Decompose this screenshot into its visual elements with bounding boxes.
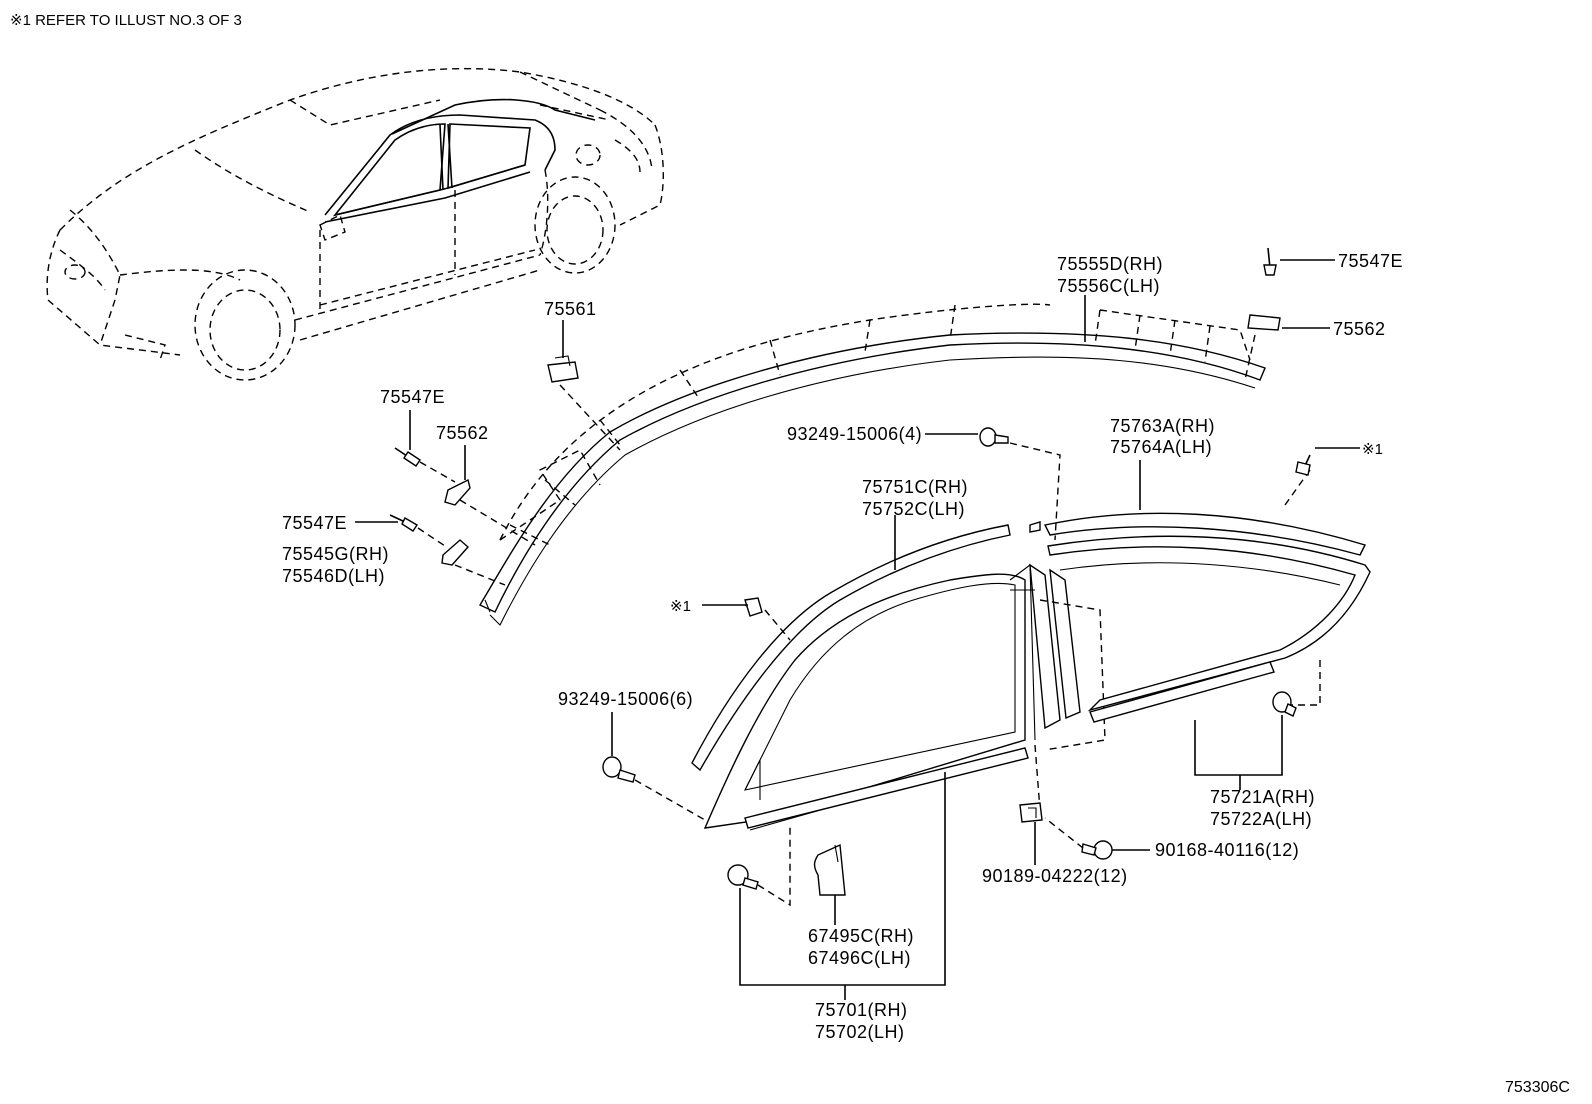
label-90189: 90189-04222(12) xyxy=(982,866,1128,886)
label-75764A: 75764A(LH) xyxy=(1110,437,1212,457)
screw-93249-4 xyxy=(979,427,1061,541)
label-75751C: 75751C(RH) xyxy=(862,477,968,497)
screw-90168 xyxy=(1044,817,1113,860)
screw-93249-6 xyxy=(602,756,706,821)
clip-75547E-top xyxy=(1263,247,1277,276)
clip-75561 xyxy=(547,355,621,451)
label-67495C: 67495C(RH) xyxy=(808,926,914,946)
clip-90189 xyxy=(1019,802,1043,823)
illustration-code: 753306C xyxy=(1505,1079,1570,1096)
label-75545G: 75545G(RH) xyxy=(282,544,389,564)
clip-75547E-a xyxy=(394,447,456,483)
clip-75547E-b xyxy=(389,514,449,549)
label-75561: 75561 xyxy=(544,299,597,319)
roof-dashed-guides xyxy=(499,303,1251,546)
label-ref1-left: ※1 xyxy=(670,598,691,615)
clip-75545G xyxy=(441,539,506,586)
label-75763A: 75763A(RH) xyxy=(1110,416,1215,436)
label-75546D: 75546D(LH) xyxy=(282,566,385,586)
label-75722A: 75722A(LH) xyxy=(1210,809,1312,829)
label-75555D: 75555D(RH) xyxy=(1057,254,1163,274)
clip-75562-left xyxy=(444,478,536,546)
label-93249-6: 93249-15006(6) xyxy=(558,689,693,709)
label-75752C: 75752C(LH) xyxy=(862,499,965,519)
rear-door-frame-moulding xyxy=(1047,535,1371,723)
label-75547E-a: 75547E xyxy=(380,387,445,407)
roof-drip-moulding xyxy=(479,332,1266,626)
front-door-frame-moulding xyxy=(691,524,1036,831)
label-67496C: 67496C(LH) xyxy=(808,948,911,968)
clip-75721A xyxy=(1272,691,1297,717)
part-labels: 75555D(RH) 75556C(LH) 75547E 75562 75561… xyxy=(282,251,1403,1042)
label-75721A: 75721A(RH) xyxy=(1210,787,1315,807)
label-75702: 75702(LH) xyxy=(815,1022,905,1042)
label-75556C: 75556C(LH) xyxy=(1057,276,1160,296)
label-90168: 90168-40116(12) xyxy=(1155,840,1299,860)
label-ref1-right: ※1 xyxy=(1362,441,1383,458)
car-illustration xyxy=(46,67,664,381)
label-75547E-b: 75547E xyxy=(282,513,347,533)
header-note: ※1 REFER TO ILLUST NO.3 OF 3 xyxy=(10,12,242,29)
leader-lines xyxy=(355,259,1360,1000)
center-pillar-garnish xyxy=(1010,563,1106,811)
label-75547E-top: 75547E xyxy=(1338,251,1403,271)
label-75562-left: 75562 xyxy=(436,423,489,443)
clip-75562-top xyxy=(1244,314,1281,381)
quarter-garnish xyxy=(813,843,846,896)
clip-75701-lower xyxy=(727,825,791,907)
label-75701: 75701(RH) xyxy=(815,1000,908,1020)
clip-ref1-left xyxy=(744,597,763,617)
label-93249-4: 93249-15006(4) xyxy=(787,424,922,444)
clip-ref1-right xyxy=(1295,454,1311,476)
label-75562-top: 75562 xyxy=(1333,319,1386,339)
rear-upper-moulding xyxy=(1029,469,1366,556)
